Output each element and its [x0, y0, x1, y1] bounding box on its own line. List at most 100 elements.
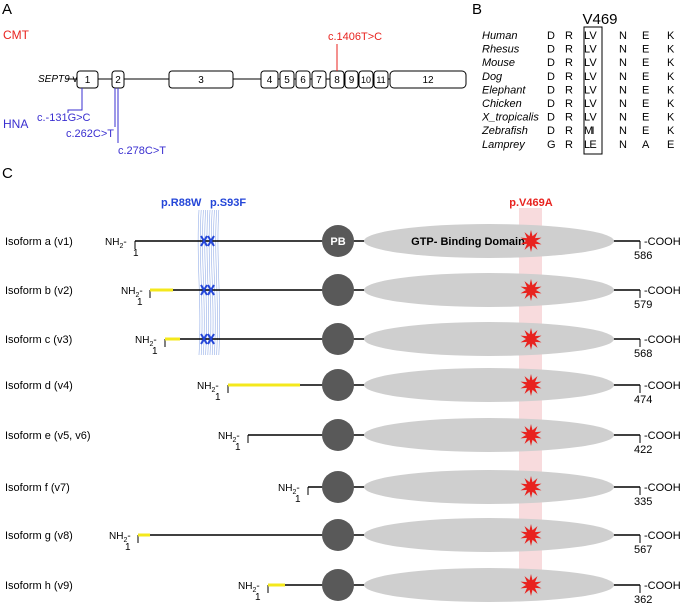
start-position: 1 — [235, 442, 241, 453]
gtp-binding-domain — [364, 418, 614, 452]
hatch-line — [208, 209, 212, 356]
species-name: Chicken — [482, 98, 522, 110]
nh2-subscript: 2 — [149, 341, 153, 348]
polybasic-domain — [322, 274, 354, 306]
gtp-binding-domain — [364, 568, 614, 602]
hatch-line — [200, 209, 203, 356]
gtp-binding-domain — [364, 518, 614, 552]
isoform-name: Isoform g (v8) — [5, 530, 73, 542]
residue: R — [565, 98, 573, 110]
hatch-line — [204, 209, 207, 356]
residue: K — [667, 44, 675, 56]
hna-mutation-mark — [207, 235, 215, 247]
cmt-label: CMT — [3, 28, 30, 42]
exon-4: 4 — [260, 70, 279, 89]
residue: N — [619, 71, 627, 83]
nh2-text: NH — [197, 381, 211, 392]
start-position: 1 — [137, 297, 143, 308]
start-position: 1 — [152, 346, 158, 357]
conserved-residue-box — [583, 26, 603, 155]
residue: E — [642, 71, 649, 83]
residue: N — [619, 57, 627, 69]
nh2-text: NH — [238, 581, 252, 592]
protein-length: 474 — [634, 394, 652, 406]
hatch-line — [202, 209, 205, 356]
nh2-subscript: 2 — [211, 387, 215, 394]
exon-9: 9 — [344, 70, 359, 89]
residue: R — [565, 44, 573, 56]
residue: E — [642, 112, 649, 124]
residue: L — [584, 57, 590, 69]
residue: K — [667, 57, 675, 69]
nh2-subscript: 2 — [292, 489, 296, 496]
hna-mutation-mark — [207, 284, 215, 296]
start-position: 1 — [255, 592, 261, 603]
exon-3-label: 3 — [198, 75, 204, 86]
residue: L — [584, 84, 590, 96]
protein-length: 422 — [634, 444, 652, 456]
gtp-domain-label: GTP- Binding Domain — [411, 236, 525, 248]
nh2-dash: - — [236, 431, 239, 442]
residue: N — [619, 125, 627, 137]
nh2-subscript: 2 — [252, 587, 256, 594]
cooh-label: -COOH — [644, 530, 681, 542]
hna-mutation-3-label: c.278C>T — [118, 145, 166, 157]
exon-11: 11 — [373, 70, 389, 89]
exon-5-label: 5 — [284, 75, 290, 86]
cooh-label: -COOH — [644, 236, 681, 248]
nh2-label: NH2- — [218, 431, 240, 444]
start-position: 1 — [295, 494, 301, 505]
isoform-name: Isoform d (v4) — [5, 380, 73, 392]
nh2-text: NH — [278, 483, 292, 494]
exon-1: 1 — [76, 70, 99, 89]
gtp-binding-domain — [364, 273, 614, 307]
residue: D — [547, 84, 555, 96]
hatch-line — [197, 209, 201, 356]
cooh-label: -COOH — [644, 380, 681, 392]
protein-length: 586 — [634, 250, 652, 262]
residue: L — [584, 30, 590, 42]
nh2-label: NH2- — [109, 531, 131, 544]
species-name: Dog — [482, 71, 503, 83]
protein-length: 568 — [634, 348, 652, 360]
hatch-line — [206, 209, 209, 356]
hna-mutation-r88w: p.R88W — [161, 197, 202, 209]
nh2-text: NH — [121, 286, 135, 297]
species-name: Human — [482, 30, 517, 42]
residue: E — [642, 30, 649, 42]
polybasic-domain — [322, 471, 354, 503]
nh2-subscript: 2 — [135, 292, 139, 299]
cmt-mutation-star — [520, 328, 542, 350]
nh2-subscript: 2 — [232, 437, 236, 444]
hna-mutation-2-label: c.262C>T — [66, 128, 114, 140]
hna-mutation-mark — [200, 284, 208, 296]
exon-3: 3 — [168, 70, 234, 89]
isoform-name: Isoform h (v9) — [5, 580, 73, 592]
residue: L — [584, 44, 590, 56]
nh2-dash: - — [153, 335, 156, 346]
nh2-label: NH2- — [238, 581, 260, 594]
hna-mutation-mark — [200, 333, 208, 345]
isoform-name: Isoform a (v1) — [5, 236, 73, 248]
cmt-mutation-star — [520, 230, 542, 252]
isoform-name: Isoform b (v2) — [5, 285, 73, 297]
cmt-mutation-star — [520, 574, 542, 596]
residue: K — [667, 112, 675, 124]
residue: R — [565, 84, 573, 96]
nh2-label: NH2- — [197, 381, 219, 394]
panel-c: C p.R88W p.S93F p.V469A Isoform a (v1)NH… — [2, 165, 681, 603]
exon-11-label: 11 — [376, 75, 385, 85]
nh2-label: NH2- — [105, 237, 127, 250]
hatch-line — [211, 209, 214, 356]
nh2-dash: - — [139, 286, 142, 297]
